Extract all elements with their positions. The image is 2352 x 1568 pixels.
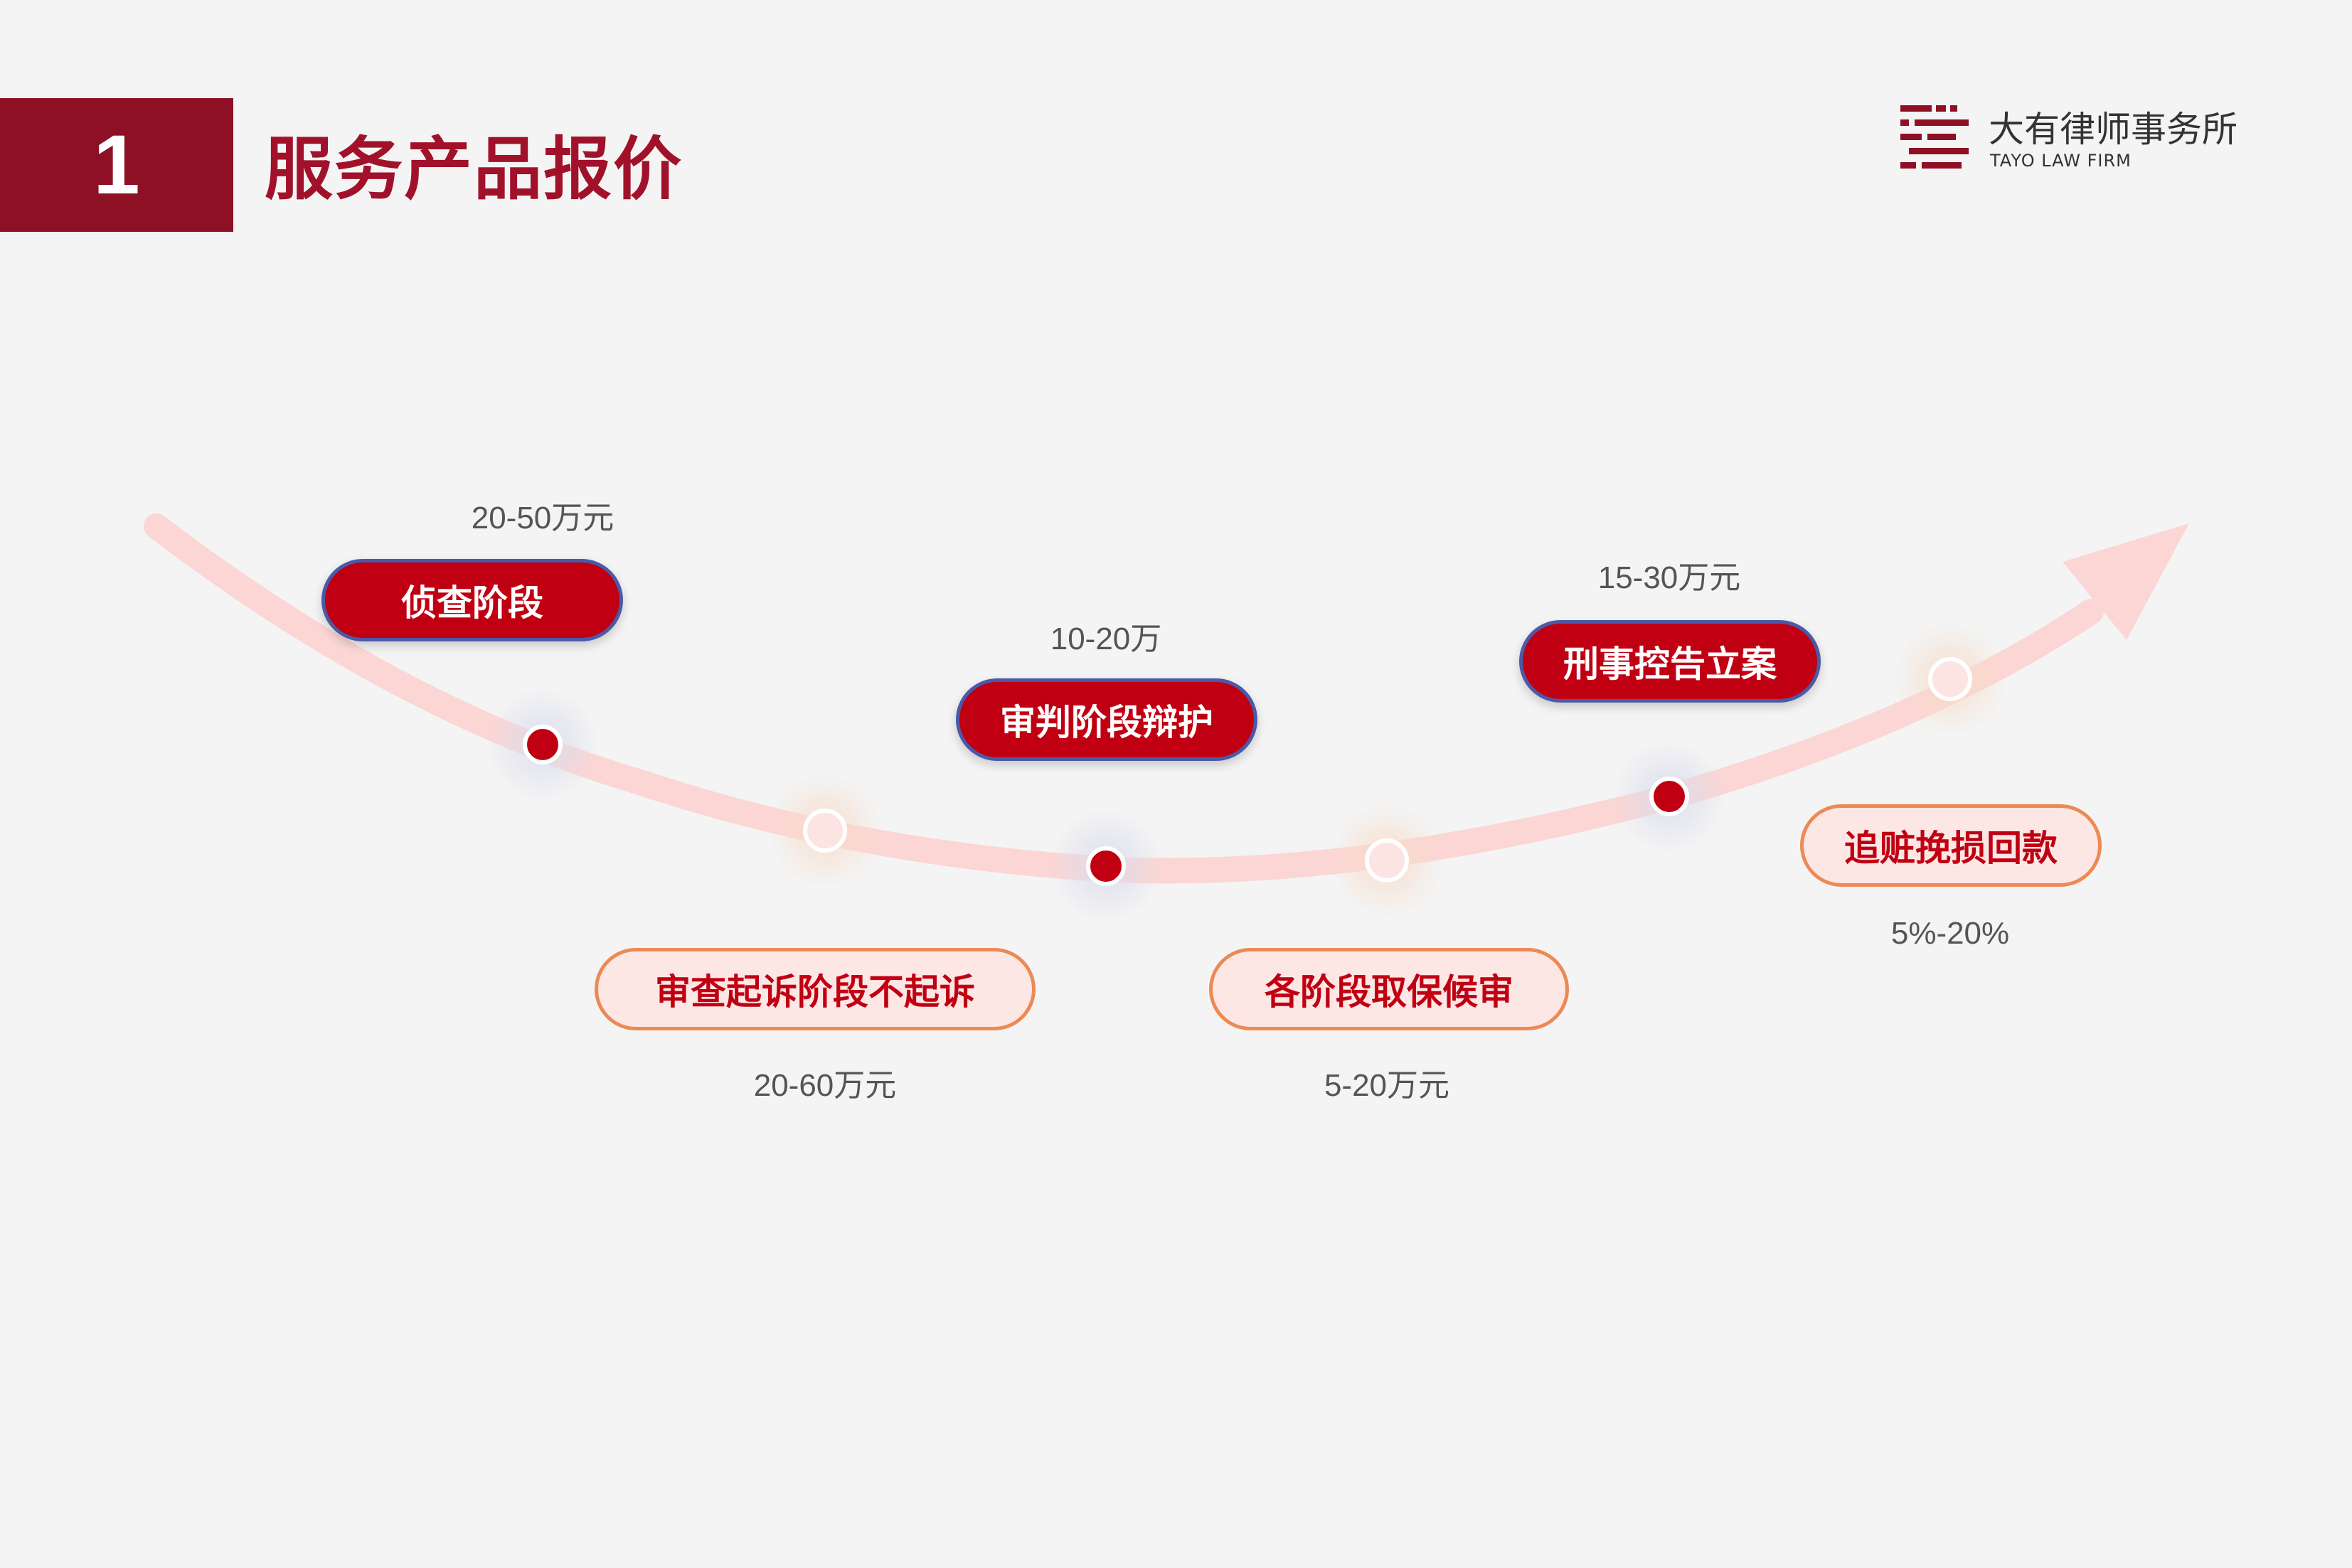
- stage-price-4: 5-20万元: [1324, 1068, 1450, 1103]
- stage-price-3: 10-20万: [1050, 622, 1162, 656]
- stage-node-2: [803, 809, 847, 853]
- firm-name-en: TAYO LAW FIRM: [1990, 151, 2132, 171]
- section-number-block: 1: [0, 98, 233, 232]
- logo: 大有律师事务所 TAYO LAW FIRM: [1899, 101, 2237, 186]
- stage-price-6: 5%-20%: [1890, 916, 2010, 951]
- stage-label-4: 各阶段取保候审: [1209, 948, 1569, 1030]
- curve-arrowhead: [2063, 523, 2189, 640]
- stage-label-3: 审判阶段辩护: [956, 678, 1257, 761]
- section-number: 1: [93, 118, 140, 212]
- stage-label-6: 追赃挽损回款: [1800, 804, 2102, 887]
- firm-name-cn: 大有律师事务所: [1989, 109, 2237, 150]
- stage-node-1: [523, 725, 563, 764]
- stage-node-3: [1086, 846, 1126, 886]
- stage-price-1: 20-50万元: [471, 501, 614, 535]
- stage-label-2: 审查起诉阶段不起诉: [595, 948, 1036, 1030]
- stage-price-2: 20-60万元: [753, 1068, 897, 1103]
- stage-node-6: [1928, 657, 1972, 701]
- stage-label-5: 刑事控告立案: [1519, 620, 1821, 703]
- stage-price-5: 15-30万元: [1597, 560, 1741, 595]
- law-firm-logo-icon: [1900, 105, 1969, 169]
- stage-node-4: [1365, 838, 1409, 882]
- stage-node-5: [1649, 777, 1689, 816]
- stage-label-1: 侦查阶段: [321, 559, 623, 641]
- page-title: 服务产品报价: [265, 129, 683, 209]
